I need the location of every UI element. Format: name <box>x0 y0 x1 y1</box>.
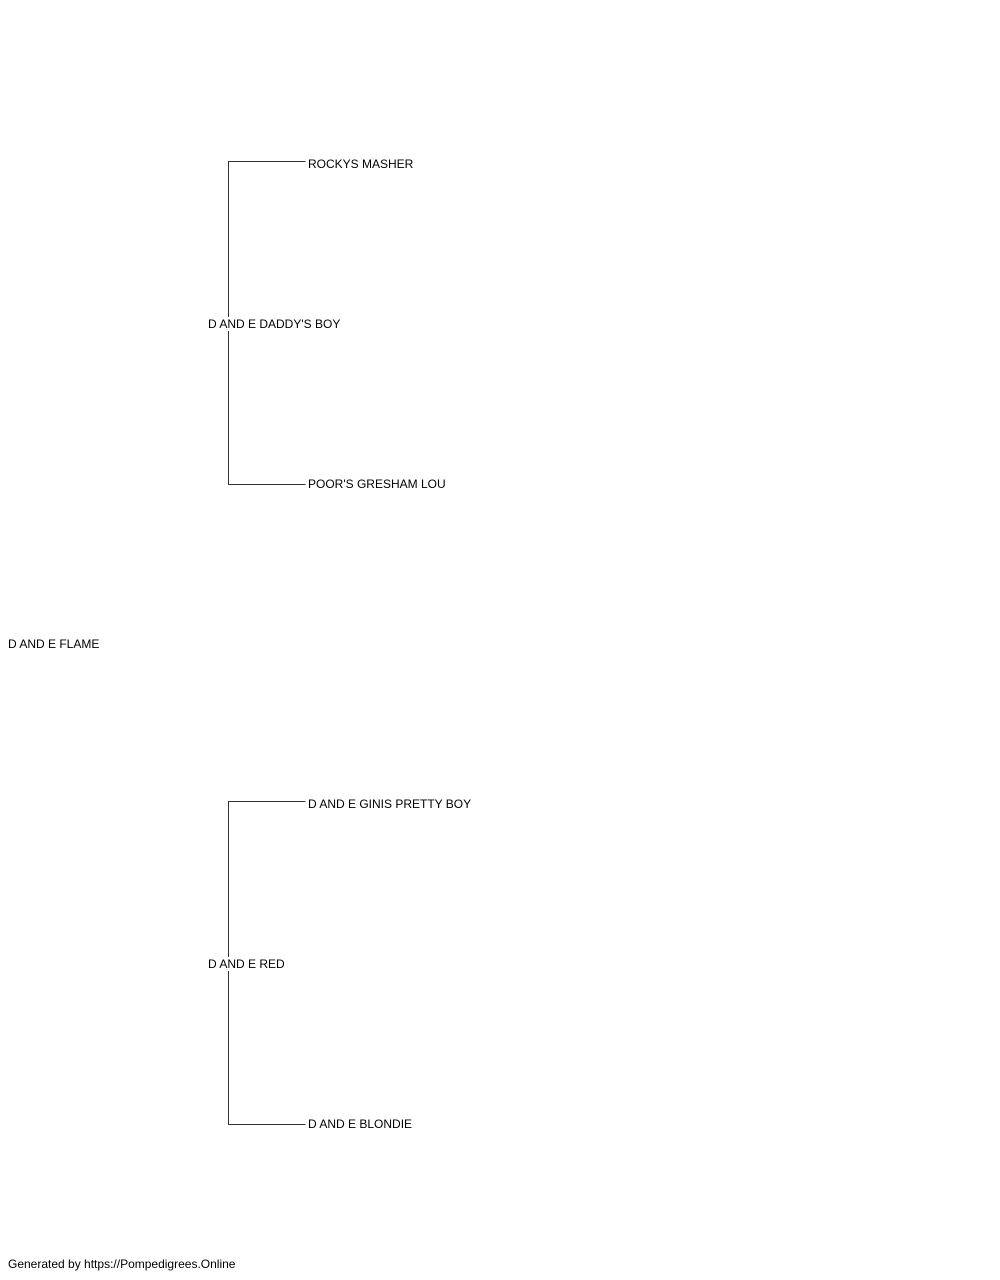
dam-dam-name: D AND E BLONDIE <box>306 1117 413 1131</box>
sire-name: D AND E DADDY'S BOY <box>206 317 343 331</box>
subject-name: D AND E FLAME <box>8 637 100 651</box>
dam-sire-name: D AND E GINIS PRETTY BOY <box>306 797 472 811</box>
sire-sire-name: ROCKYS MASHER <box>306 157 414 171</box>
dam-name: D AND E RED <box>206 957 287 971</box>
footer-credit: Generated by https://Pompedigrees.Online <box>8 1257 236 1271</box>
sire-dam-name: POOR'S GRESHAM LOU <box>306 477 446 491</box>
